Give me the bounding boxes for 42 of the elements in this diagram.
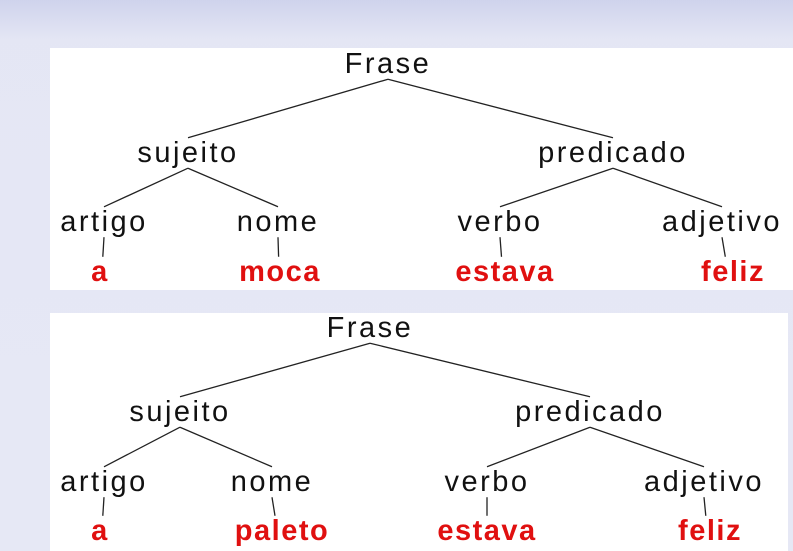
- category-label: nome: [230, 466, 314, 498]
- tree-branch-line: [102, 497, 105, 516]
- tree-branch-line: [499, 237, 502, 257]
- word-label: a: [91, 516, 109, 546]
- tree-branch-line: [180, 342, 370, 398]
- tree-branch-line: [102, 237, 105, 257]
- tree-branch-line: [612, 168, 722, 208]
- tree-branch-line: [388, 78, 614, 138]
- tree-branch-line: [271, 497, 276, 516]
- tree-branch-line: [590, 426, 704, 468]
- word-label: moca: [239, 256, 321, 288]
- word-label: feliz: [701, 256, 765, 288]
- category-label: predicado: [515, 396, 665, 428]
- word-label: feliz: [678, 516, 742, 546]
- tree-branch-line: [104, 426, 180, 468]
- category-label: nome: [236, 206, 320, 238]
- category-label: sujeito: [137, 138, 239, 168]
- tree-branch-line: [486, 426, 590, 468]
- tree-branch-line: [188, 78, 388, 138]
- tree-branch-line: [370, 342, 590, 398]
- category-label: adjetivo: [644, 466, 764, 498]
- category-label: verbo: [444, 466, 530, 498]
- category-label: artigo: [60, 206, 148, 238]
- tree-branch-line: [180, 426, 272, 468]
- tree-branch-line: [277, 237, 280, 257]
- word-label: estava: [437, 516, 537, 546]
- tree-branch-line: [703, 497, 706, 516]
- word-label: paleto: [234, 516, 330, 546]
- tree-branch-line: [104, 168, 188, 208]
- category-label: artigo: [60, 466, 148, 498]
- tree-branch-line: [486, 497, 488, 516]
- word-label: estava: [455, 256, 555, 288]
- category-label: Frase: [326, 312, 414, 344]
- category-label: adjetivo: [662, 206, 782, 238]
- tree-branch-line: [188, 168, 278, 208]
- tree-branch-line: [721, 237, 726, 257]
- category-label: Frase: [344, 48, 432, 80]
- tree-branch-line: [500, 168, 614, 208]
- word-label: a: [91, 256, 109, 288]
- category-label: predicado: [538, 138, 688, 168]
- category-label: verbo: [457, 206, 543, 238]
- category-label: sujeito: [129, 396, 231, 428]
